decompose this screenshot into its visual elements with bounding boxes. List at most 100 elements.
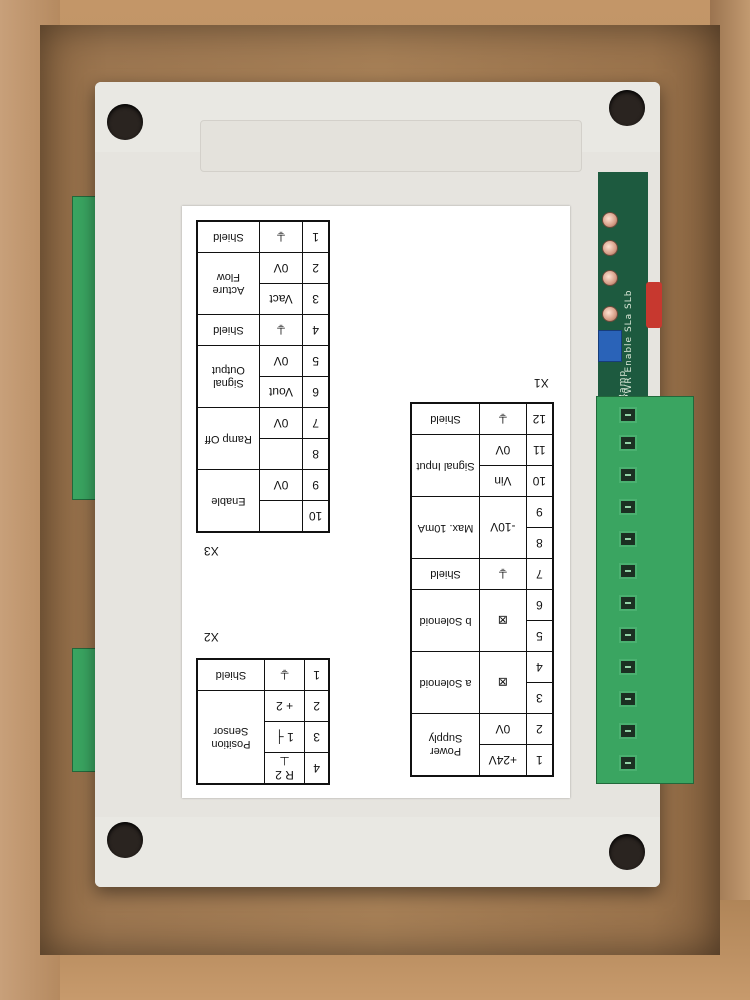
pin-function: Enable bbox=[197, 469, 260, 532]
pin-function: Power Supply bbox=[411, 713, 480, 776]
terminal-screw bbox=[619, 531, 637, 547]
pin-function: Ramp Off bbox=[197, 407, 260, 470]
red-tab bbox=[646, 282, 662, 328]
pin-number: 5 bbox=[302, 345, 329, 377]
table-row: 5⊠b Solenoid bbox=[411, 589, 553, 652]
pin-number: 7 bbox=[302, 407, 329, 439]
pin-number: 10 bbox=[302, 500, 329, 532]
table-row: 1⏚Shield bbox=[197, 221, 329, 253]
pin-number: 2 bbox=[526, 713, 553, 745]
pin-signal: 0V bbox=[259, 345, 303, 377]
pin-function: Shield bbox=[197, 221, 260, 253]
led-enable bbox=[602, 270, 618, 286]
pin-number: 3 bbox=[526, 682, 553, 714]
terminal-screw bbox=[619, 467, 637, 483]
pin-signal: 0V bbox=[259, 469, 303, 501]
pin-signal: Vin bbox=[479, 465, 527, 497]
pin-signal: -10V bbox=[479, 496, 527, 559]
ramp-potentiometer[interactable] bbox=[598, 330, 622, 362]
pin-signal: + 2 bbox=[264, 690, 305, 722]
pin-number: 8 bbox=[302, 438, 329, 470]
pin-signal: Vout bbox=[259, 376, 303, 408]
pin-number: 8 bbox=[526, 527, 553, 559]
pin-function: a Solenoid bbox=[411, 651, 480, 714]
pin-function: Shield bbox=[197, 659, 265, 691]
pin-function: Signal Output bbox=[197, 345, 260, 408]
pin-number: 3 bbox=[304, 721, 329, 753]
pin-number: 7 bbox=[526, 558, 553, 590]
pin-signal: +24V bbox=[479, 744, 527, 776]
mounting-hole bbox=[107, 822, 143, 858]
pin-signal: 0V bbox=[259, 407, 303, 439]
table-row: 10 Enable bbox=[197, 469, 329, 532]
pin-number: 9 bbox=[302, 469, 329, 501]
pin-number: 5 bbox=[526, 620, 553, 652]
pin-signal: ⏚ bbox=[259, 221, 303, 253]
terminal-screw bbox=[619, 755, 637, 771]
pin-function: b Solenoid bbox=[411, 589, 480, 652]
terminal-screw bbox=[619, 407, 637, 423]
pin-number: 9 bbox=[526, 496, 553, 528]
table-row: 8 Ramp Off bbox=[197, 407, 329, 470]
terminal-screw bbox=[619, 659, 637, 675]
pin-signal: ⊠ bbox=[479, 651, 527, 714]
pin-number: 1 bbox=[526, 744, 553, 776]
table-row: 4⏚Shield bbox=[197, 314, 329, 346]
pin-number: 2 bbox=[304, 690, 329, 722]
pin-signal: ⏚ bbox=[259, 314, 303, 346]
terminal-screw bbox=[619, 595, 637, 611]
pin-number: 1 bbox=[304, 659, 329, 691]
pin-function: Shield bbox=[411, 558, 480, 590]
led-pwr bbox=[602, 306, 618, 322]
pin-function: Signal Input bbox=[411, 434, 480, 497]
lid-ridge bbox=[200, 120, 582, 172]
pin-number: 6 bbox=[302, 376, 329, 408]
pin-signal: ⏚ bbox=[264, 659, 305, 691]
x3-heading: X3 bbox=[204, 544, 219, 558]
pin-function: Acture Flow bbox=[197, 252, 260, 315]
table-row: 3⊠a Solenoid bbox=[411, 651, 553, 714]
pin-signal: 1 ┤ bbox=[264, 721, 305, 753]
pin-number: 3 bbox=[302, 283, 329, 315]
pin-number: 11 bbox=[526, 434, 553, 466]
pin-signal bbox=[259, 500, 303, 532]
pin-signal: ⏚ bbox=[479, 403, 527, 435]
pin-signal: ⏚ bbox=[479, 558, 527, 590]
mounting-ear-bottom bbox=[95, 817, 660, 887]
mounting-hole bbox=[107, 104, 143, 140]
pin-signal: R 2 ⊥ bbox=[264, 752, 305, 784]
pin-number: 2 bbox=[302, 252, 329, 284]
pin-signal: ⊠ bbox=[479, 589, 527, 652]
mounting-hole bbox=[609, 90, 645, 126]
terminal-screw bbox=[619, 435, 637, 451]
x2-heading: X2 bbox=[204, 630, 219, 644]
mounting-hole bbox=[609, 834, 645, 870]
terminal-screw bbox=[619, 499, 637, 515]
pcb-ramp-label: Ramp bbox=[618, 369, 628, 400]
terminal-screw bbox=[619, 563, 637, 579]
x1-heading: X1 bbox=[534, 376, 549, 390]
table-row: 1⏚Shield bbox=[197, 659, 329, 691]
led-sl-b bbox=[602, 212, 618, 228]
pin-number: 1 bbox=[302, 221, 329, 253]
pin-number: 4 bbox=[526, 651, 553, 683]
pin-signal: Vact bbox=[259, 283, 303, 315]
pin-number: 10 bbox=[526, 465, 553, 497]
terminal-screw bbox=[619, 691, 637, 707]
table-row: 12⏚Shield bbox=[411, 403, 553, 435]
pin-signal: 0V bbox=[259, 252, 303, 284]
pin-signal: 0V bbox=[479, 713, 527, 745]
pin-function: Max. 10mA bbox=[411, 496, 480, 559]
pin-number: 4 bbox=[302, 314, 329, 346]
pin-signal bbox=[259, 438, 303, 470]
